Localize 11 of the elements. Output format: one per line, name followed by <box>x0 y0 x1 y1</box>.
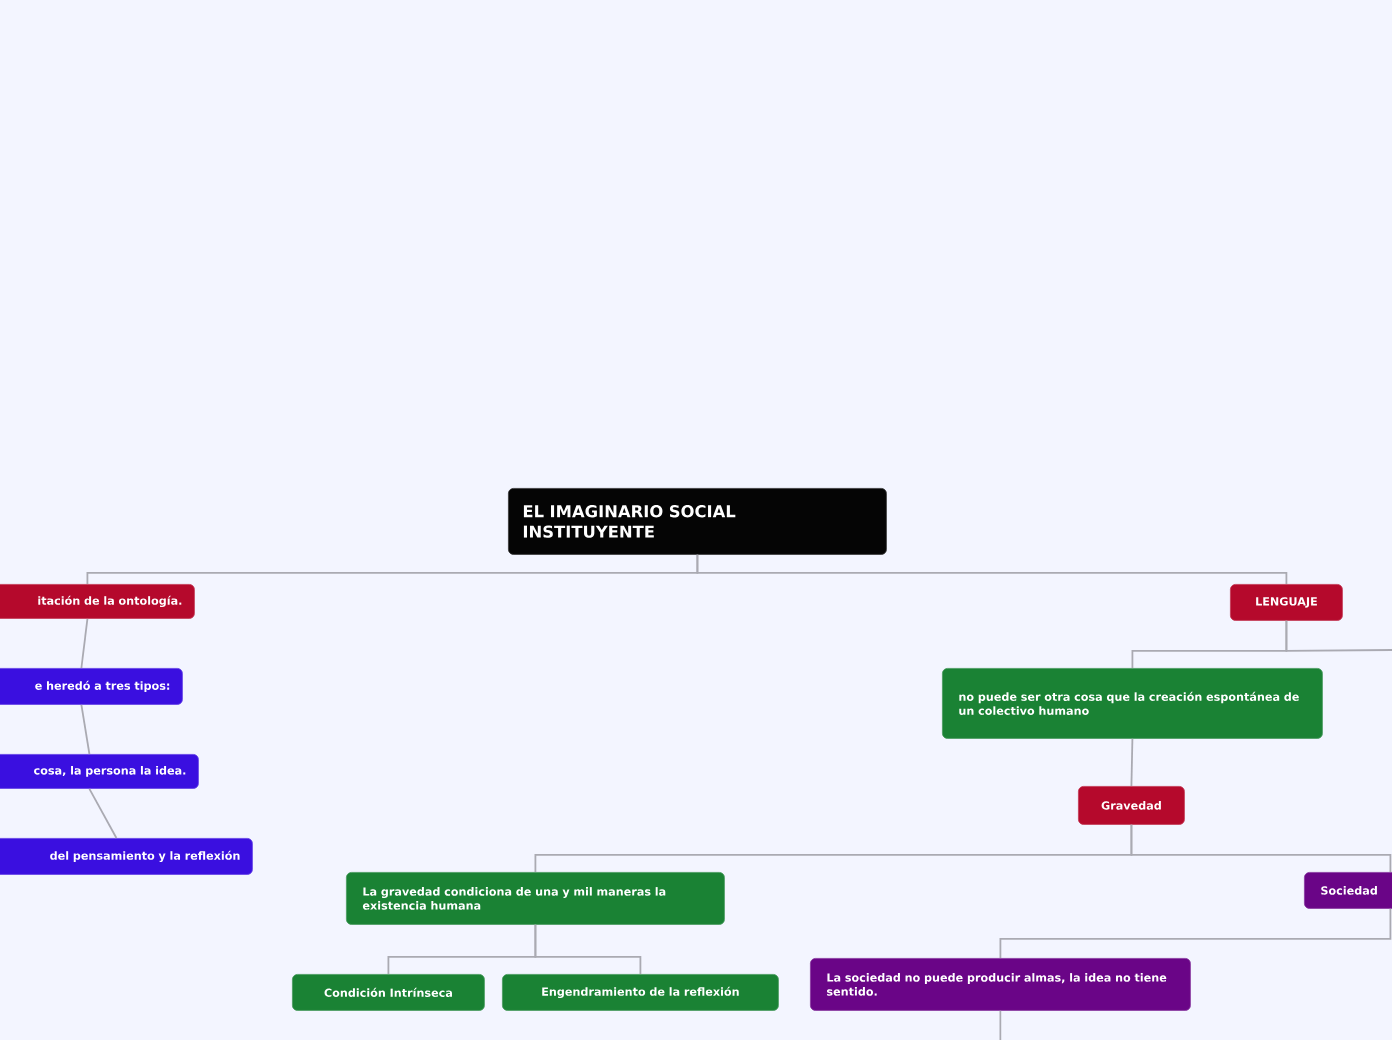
connector <box>1130 737 1134 787</box>
title-box: EL IMAGINARIO SOCIAL INSTITUYENTE <box>508 488 887 555</box>
connector <box>999 907 1392 959</box>
connector <box>80 703 91 755</box>
connector <box>696 553 1288 585</box>
connector <box>534 923 642 975</box>
connector <box>88 787 118 839</box>
connector <box>80 617 89 669</box>
connector <box>1130 823 1392 873</box>
connector <box>1285 619 1392 652</box>
connector <box>999 1009 1002 1040</box>
